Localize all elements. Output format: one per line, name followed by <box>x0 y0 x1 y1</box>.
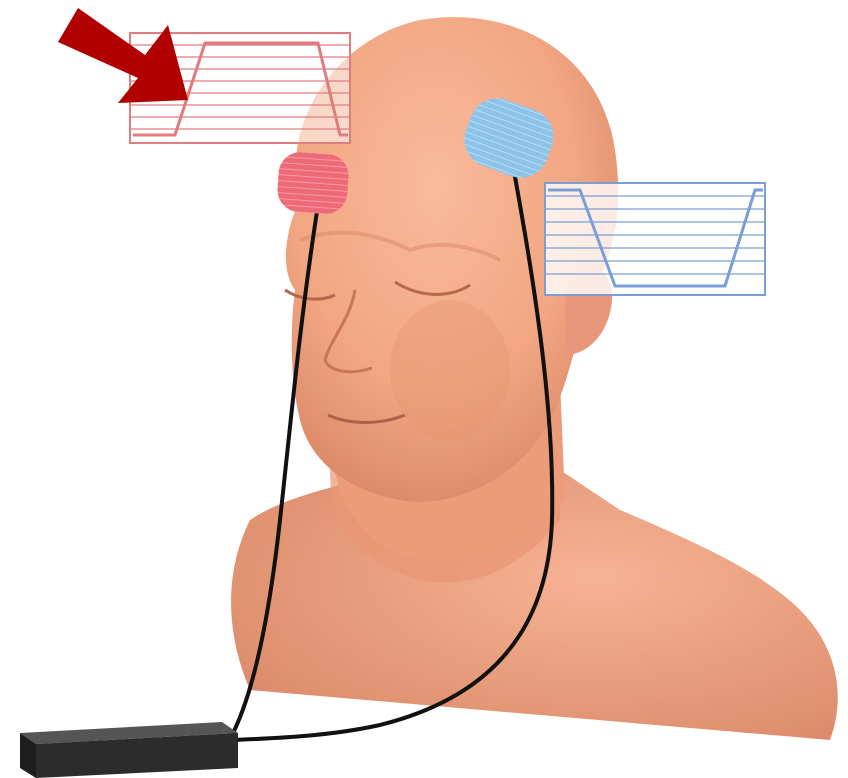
red-arrow-icon <box>58 8 188 103</box>
stimulator-device-icon <box>20 722 238 778</box>
anode-electrode <box>276 151 350 216</box>
cathode-waveform <box>545 183 765 295</box>
